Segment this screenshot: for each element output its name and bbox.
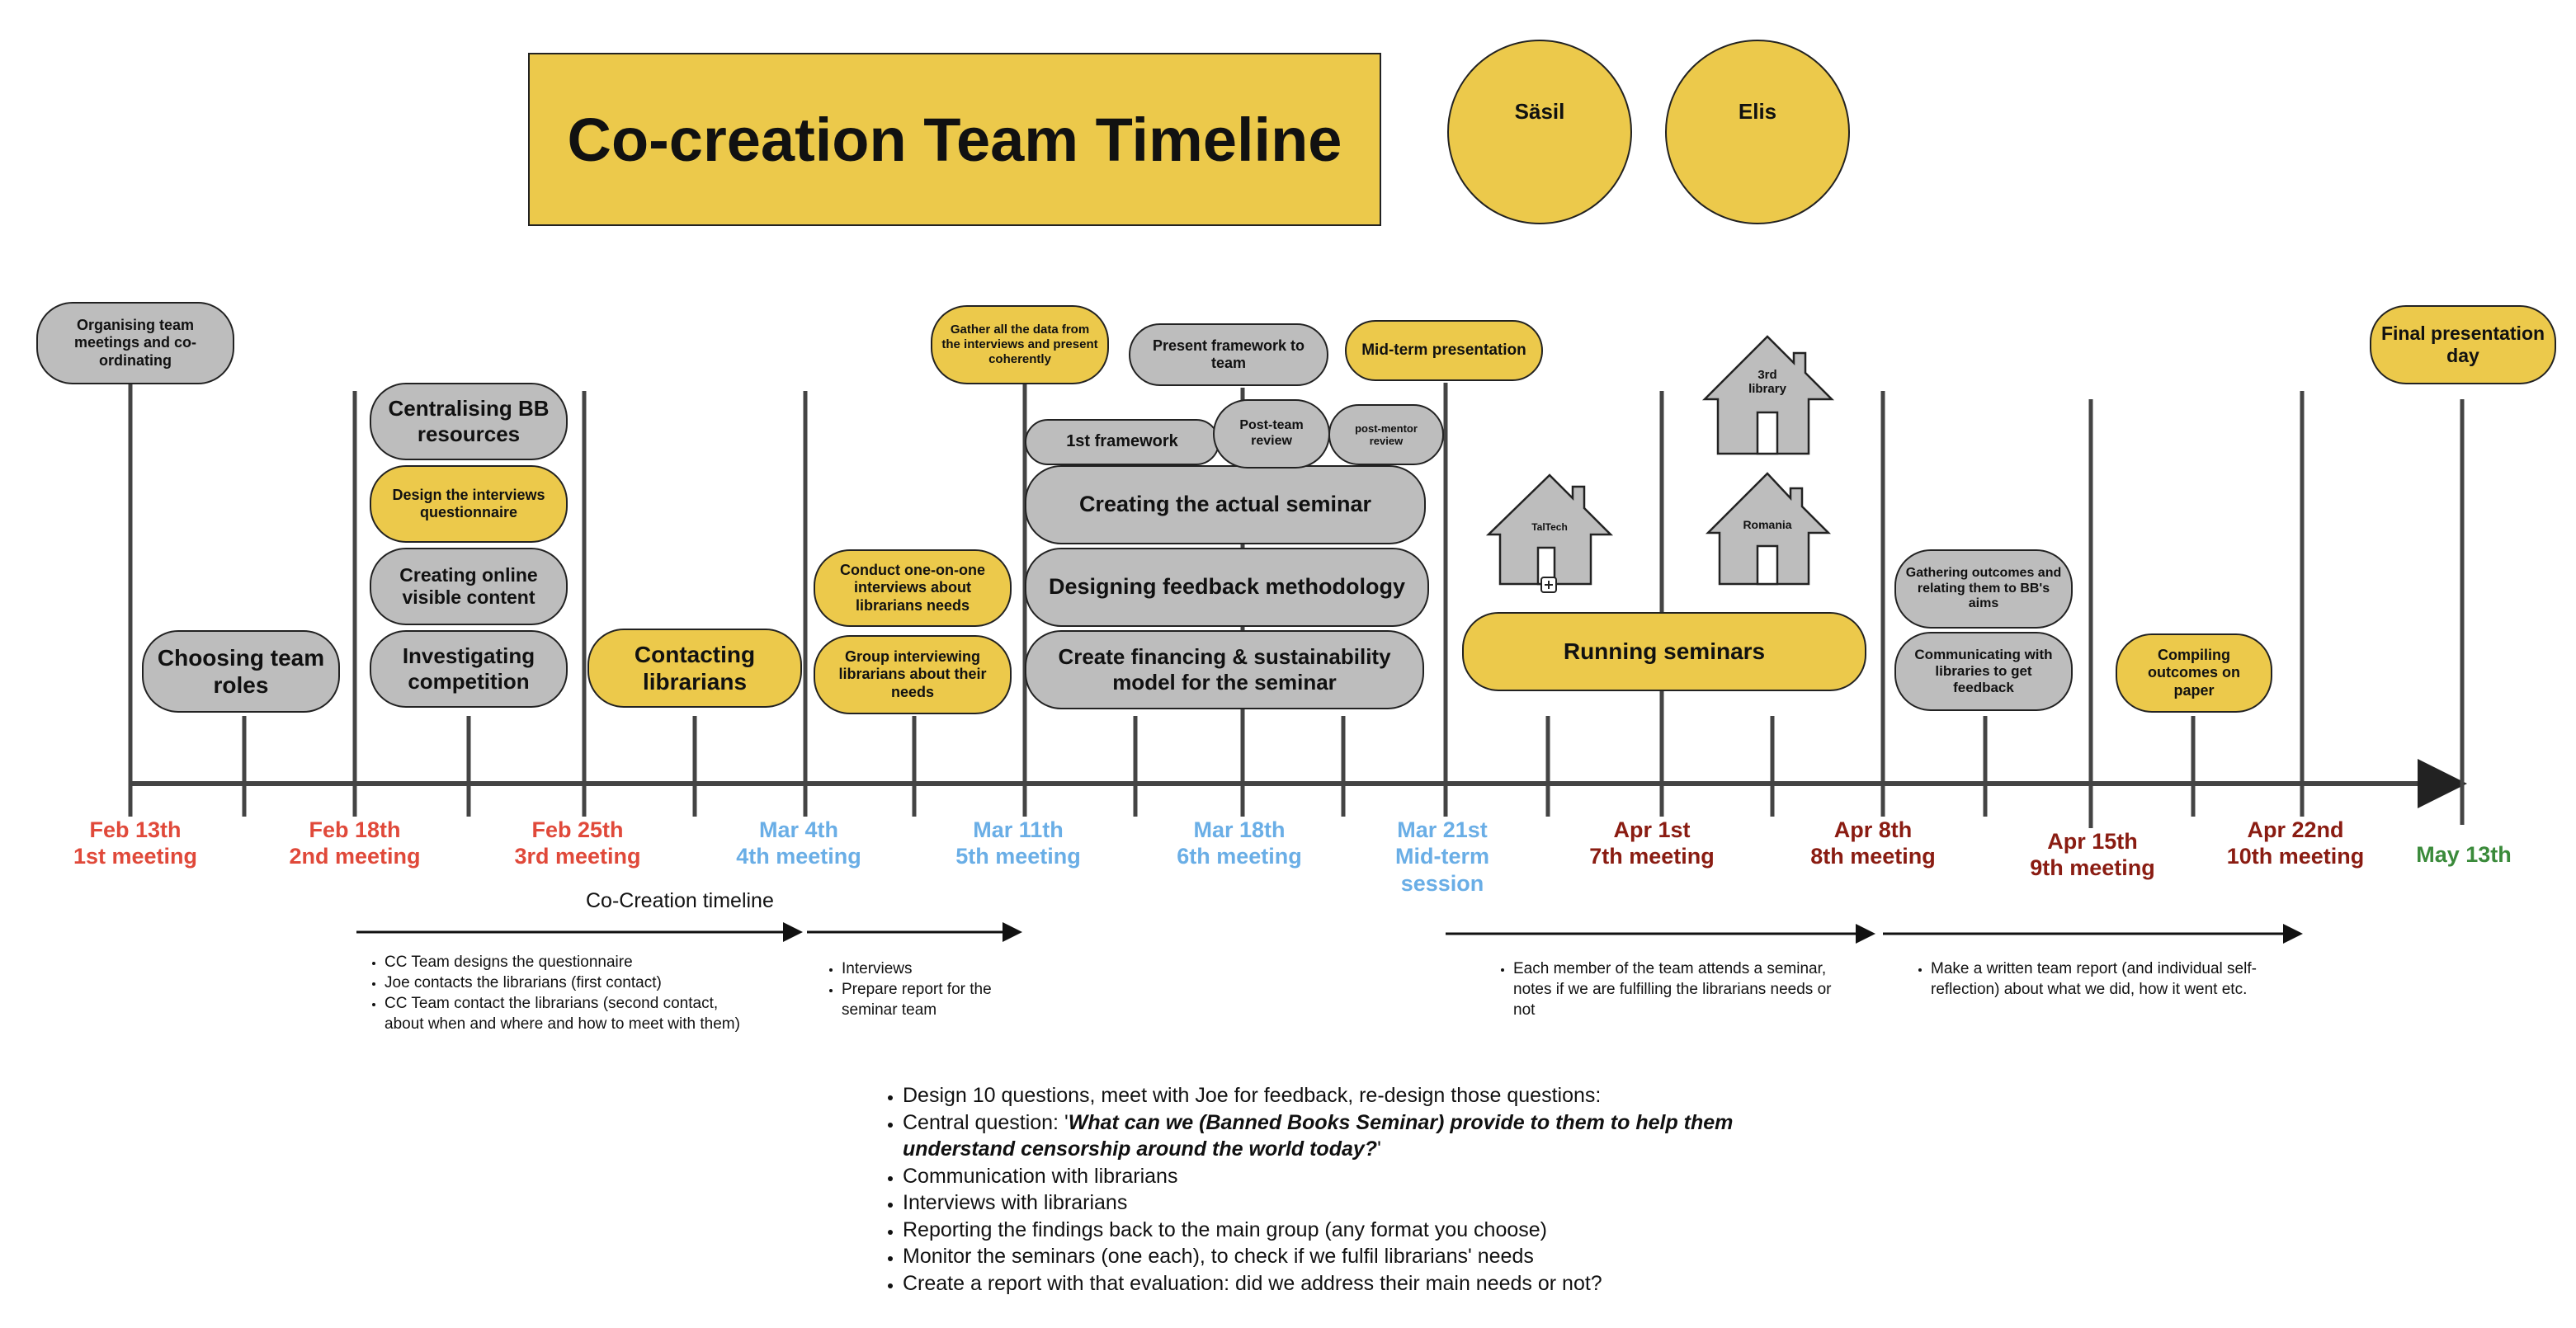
task-list-item: Create a report with that evaluation: di…: [903, 1270, 1792, 1297]
date-label-12: May 13th: [2416, 842, 2512, 867]
member-circle-sasil: Säsil: [1447, 40, 1632, 224]
house-label-romania: Romania: [1743, 518, 1792, 531]
task-communicating-libraries: Communicating with libraries to get feed…: [1894, 632, 2073, 711]
task-list-item: Monitor the seminars (one each), to chec…: [903, 1243, 1792, 1270]
task-first-framework: 1st framework: [1025, 419, 1220, 465]
house-icon: [1705, 472, 1832, 586]
house-icon: [1701, 335, 1835, 455]
task-list-item: Reporting the findings back to the main …: [903, 1217, 1792, 1244]
task-compiling-outcomes: Compiling outcomes on paper: [2116, 633, 2272, 713]
notes-phase4: Make a written team report (and individu…: [1913, 958, 2300, 1000]
plus-icon: [1540, 577, 1557, 593]
note-item: Each member of the team attends a semina…: [1513, 958, 1842, 1020]
task-conduct-interviews: Conduct one-on-one interviews about libr…: [814, 549, 1012, 627]
house-label-third-library: 3rd library: [1748, 368, 1786, 396]
note-item: Make a written team report (and individu…: [1931, 958, 2300, 1000]
task-group-interviewing: Group interviewing librarians about thei…: [814, 635, 1012, 714]
task-running-seminars: Running seminars: [1462, 612, 1866, 691]
note-item: CC Team contact the librarians (second c…: [385, 993, 754, 1034]
task-list-item: Design 10 questions, meet with Joe for f…: [903, 1082, 1792, 1109]
notes-phase2: Interviews Prepare report for the semina…: [823, 958, 1021, 1020]
note-item: Prepare report for the seminar team: [842, 979, 1021, 1020]
member-circle-elis: Elis: [1665, 40, 1850, 224]
task-organising: Organising team meetings and co-ordinati…: [36, 302, 234, 384]
timeline-label: Co-Creation timeline: [586, 889, 774, 912]
task-designing-feedback: Designing feedback methodology: [1025, 548, 1429, 627]
task-gathering-outcomes: Gathering outcomes and relating them to …: [1894, 549, 2073, 629]
task-gather-data: Gather all the data from the interviews …: [931, 305, 1109, 384]
note-item: CC Team designs the questionnaire: [385, 952, 754, 972]
task-present-framework: Present framework to team: [1129, 323, 1328, 386]
task-post-team-review: Post-team review: [1213, 399, 1330, 469]
task-list: Design 10 questions, meet with Joe for f…: [885, 1082, 1792, 1297]
task-list-item: Communication with librarians: [903, 1163, 1792, 1190]
task-choosing-roles: Choosing team roles: [142, 630, 340, 713]
task-online-content: Creating online visible content: [370, 548, 568, 625]
task-design-questionnaire: Design the interviews questionnaire: [370, 465, 568, 543]
task-financing-model: Create financing & sustainability model …: [1025, 630, 1424, 709]
notes-phase1: CC Team designs the questionnaire Joe co…: [366, 952, 754, 1034]
note-item: Interviews: [842, 958, 1021, 979]
page-title: Co-creation Team Timeline: [528, 53, 1381, 226]
house-label-taltech: TalTech: [1531, 521, 1568, 533]
task-list-item: Interviews with librarians: [903, 1189, 1792, 1217]
task-post-mentor-review: post-mentor review: [1328, 404, 1444, 465]
task-creating-seminar: Creating the actual seminar: [1025, 465, 1426, 544]
task-final-presentation: Final presentation day: [2370, 305, 2556, 384]
task-contacting: Contacting librarians: [587, 629, 802, 708]
note-item: Joe contacts the librarians (first conta…: [385, 972, 754, 993]
task-list-item-central-question: Central question: 'What can we (Banned B…: [903, 1109, 1792, 1163]
notes-phase3: Each member of the team attends a semina…: [1495, 958, 1842, 1020]
task-investigating: Investigating competition: [370, 630, 568, 708]
task-midterm-presentation: Mid-term presentation: [1345, 320, 1543, 381]
task-centralising: Centralising BB resources: [370, 383, 568, 460]
house-icon: [1485, 473, 1614, 586]
